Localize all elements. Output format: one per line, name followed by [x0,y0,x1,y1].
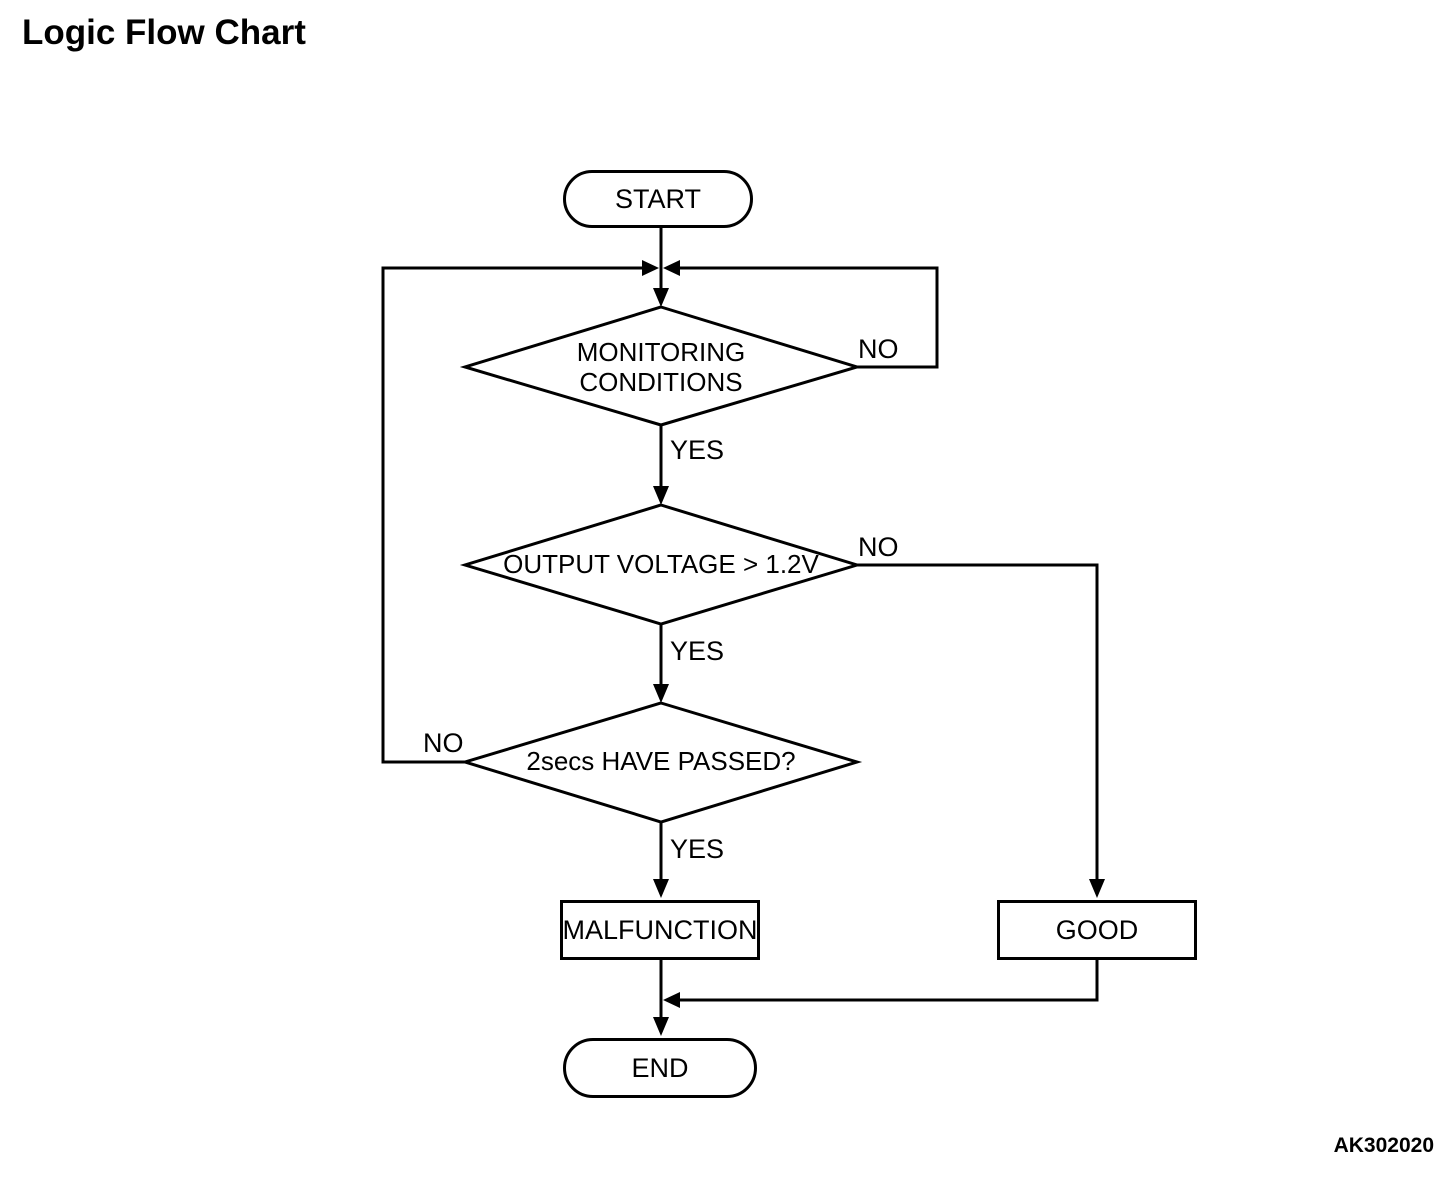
malfunction-node: MALFUNCTION [560,900,760,960]
figure-code: AK302020 [1333,1134,1434,1157]
malfunction-node-label: MALFUNCTION [562,914,758,945]
arrowhead-into-malfunction [653,879,669,898]
start-node: START [563,170,753,228]
arrowhead-into-timer [653,684,669,703]
edge-voltage-no-to-good [857,563,1099,883]
arrowhead-into-monitoring [653,288,669,307]
arrowhead-junction-from-left [642,260,659,276]
edge-monitoring-no-loop [678,266,939,369]
voltage-yes-label: YES [670,636,725,666]
arrowhead-into-voltage [653,486,669,505]
good-node-label: GOOD [1055,914,1139,945]
voltage-no-label: NO [858,532,899,562]
page-title: Logic Flow Chart [22,13,306,52]
arrowhead-into-end [653,1017,669,1036]
monitoring-conditions-label-line1: MONITORING [576,337,746,367]
output-voltage-label: OUTPUT VOLTAGE > 1.2V [503,549,819,579]
2secs-passed-label: 2secs HAVE PASSED? [526,746,796,776]
end-node: END [563,1038,757,1098]
good-node: GOOD [997,900,1197,960]
timer-yes-label: YES [670,834,725,864]
arrowhead-junction-from-right [663,260,680,276]
end-node-label: END [631,1052,689,1083]
monitoring-conditions-label: MONITORING CONDITIONS [461,337,861,397]
start-node-label: START [614,183,701,214]
arrowhead-merge-from-good [663,992,680,1008]
monitoring-conditions-label-line2: CONDITIONS [579,367,743,397]
monitoring-no-label: NO [858,334,899,364]
edge-timer-no-loop [381,266,644,764]
timer-no-label: NO [423,728,464,758]
monitoring-yes-label: YES [670,435,725,465]
arrowhead-into-good [1089,879,1105,898]
edge-good-to-merge [678,960,1099,1002]
